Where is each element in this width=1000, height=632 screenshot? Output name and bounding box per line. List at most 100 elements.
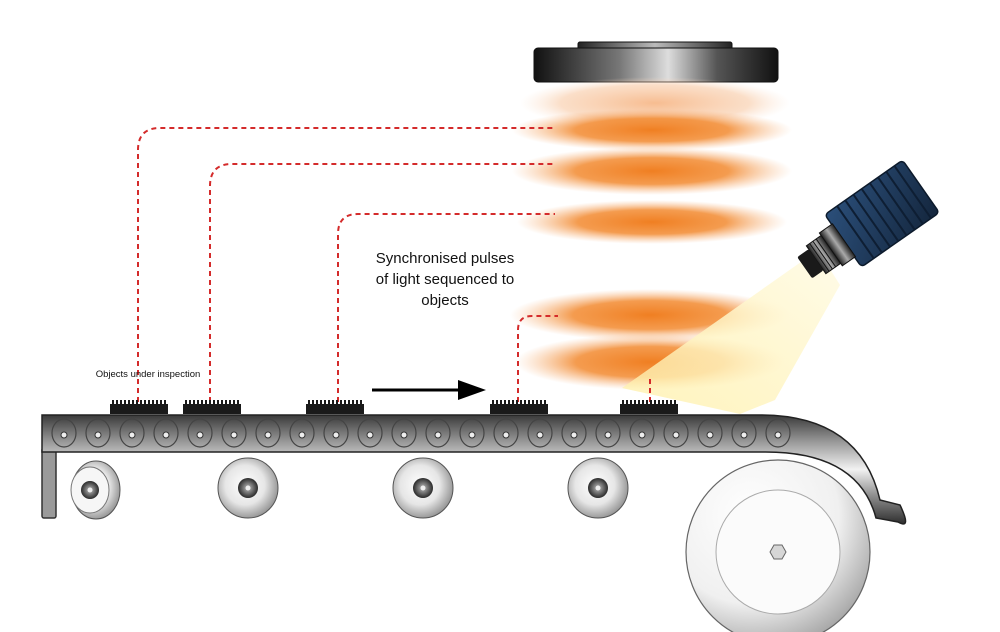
chain-link xyxy=(595,418,621,448)
object-tooth xyxy=(674,400,676,405)
object-tooth xyxy=(658,400,660,405)
dashed-link xyxy=(137,127,555,402)
chain-link xyxy=(255,418,281,448)
object-tooth xyxy=(213,400,215,405)
object-tooth xyxy=(328,400,330,405)
object-tooth xyxy=(320,400,322,405)
light-pulse xyxy=(512,109,792,151)
chain-pin xyxy=(400,431,408,439)
chain-pin xyxy=(740,431,748,439)
chain-link xyxy=(187,418,213,448)
light-pulse xyxy=(512,147,792,195)
dashed-link xyxy=(209,163,555,402)
object-tooth xyxy=(356,400,358,405)
object-tooth xyxy=(116,400,118,405)
objects-label: Objects under inspection xyxy=(96,369,201,380)
dashed-link xyxy=(337,213,555,402)
roller xyxy=(392,457,454,519)
object-tooth xyxy=(140,400,142,405)
object-tooth xyxy=(500,400,502,405)
inspected-object xyxy=(183,400,241,414)
object-tooth xyxy=(544,400,546,405)
object-tooth xyxy=(201,400,203,405)
object-tooth xyxy=(666,400,668,405)
chain-link xyxy=(493,418,519,448)
camera-light-beam xyxy=(622,250,840,414)
object-tooth xyxy=(638,400,640,405)
object-tooth xyxy=(528,400,530,405)
object-tooth xyxy=(324,400,326,405)
object-tooth xyxy=(221,400,223,405)
object-tooth xyxy=(348,400,350,405)
object-tooth xyxy=(532,400,534,405)
object-tooth xyxy=(654,400,656,405)
object-tooth xyxy=(308,400,310,405)
pulses-label-line2: of light sequenced to xyxy=(376,271,514,288)
object-tooth xyxy=(225,400,227,405)
chain-link xyxy=(765,418,791,448)
chain-pin xyxy=(264,431,272,439)
chain-pin xyxy=(536,431,544,439)
object-tooth xyxy=(344,400,346,405)
object-tooth xyxy=(229,400,231,405)
chain-link xyxy=(425,418,451,448)
chain-link xyxy=(221,418,247,448)
chain-link xyxy=(357,418,383,448)
inspected-object xyxy=(490,400,548,414)
object-tooth xyxy=(312,400,314,405)
object-tooth xyxy=(540,400,542,405)
chain-link xyxy=(561,418,587,448)
chain-pin xyxy=(60,431,68,439)
chain-pin xyxy=(774,431,782,439)
object-tooth xyxy=(508,400,510,405)
inspected-objects xyxy=(110,400,678,414)
object-tooth xyxy=(332,400,334,405)
object-tooth xyxy=(492,400,494,405)
object-tooth xyxy=(205,400,207,405)
object-tooth xyxy=(193,400,195,405)
chain-pin xyxy=(94,431,102,439)
chain-link xyxy=(527,418,553,448)
object-tooth xyxy=(136,400,138,405)
chain-link xyxy=(85,418,111,448)
arrow-right-icon xyxy=(372,380,486,400)
inspected-object xyxy=(306,400,364,414)
object-tooth xyxy=(144,400,146,405)
object-tooth xyxy=(316,400,318,405)
chain-pin xyxy=(196,431,204,439)
object-tooth xyxy=(209,400,211,405)
object-tooth xyxy=(128,400,130,405)
chain-link xyxy=(153,418,179,448)
conveyor-end-bracket xyxy=(41,447,57,519)
chain-link xyxy=(391,418,417,448)
object-tooth xyxy=(233,400,235,405)
object-tooth xyxy=(504,400,506,405)
object-tooth xyxy=(352,400,354,405)
object-tooth xyxy=(650,400,652,405)
roller xyxy=(70,460,121,520)
chain-link xyxy=(323,418,349,448)
chain-pin xyxy=(502,431,510,439)
chain-pin xyxy=(638,431,646,439)
object-tooth xyxy=(360,400,362,405)
chain-link xyxy=(697,418,723,448)
chain-link xyxy=(731,418,757,448)
object-tooth xyxy=(340,400,342,405)
object-tooth xyxy=(237,400,239,405)
object-tooth xyxy=(132,400,134,405)
pulse-object-links xyxy=(137,127,651,402)
object-tooth xyxy=(148,400,150,405)
chain-link xyxy=(51,418,77,448)
object-tooth xyxy=(112,400,114,405)
object-tooth xyxy=(646,400,648,405)
pulses-label-line3: objects xyxy=(421,292,469,309)
chain-pin xyxy=(128,431,136,439)
object-tooth xyxy=(512,400,514,405)
ring-light-icon xyxy=(533,41,779,83)
object-tooth xyxy=(630,400,632,405)
object-tooth xyxy=(152,400,154,405)
object-tooth xyxy=(520,400,522,405)
object-tooth xyxy=(124,400,126,405)
roller xyxy=(567,457,629,519)
object-tooth xyxy=(662,400,664,405)
